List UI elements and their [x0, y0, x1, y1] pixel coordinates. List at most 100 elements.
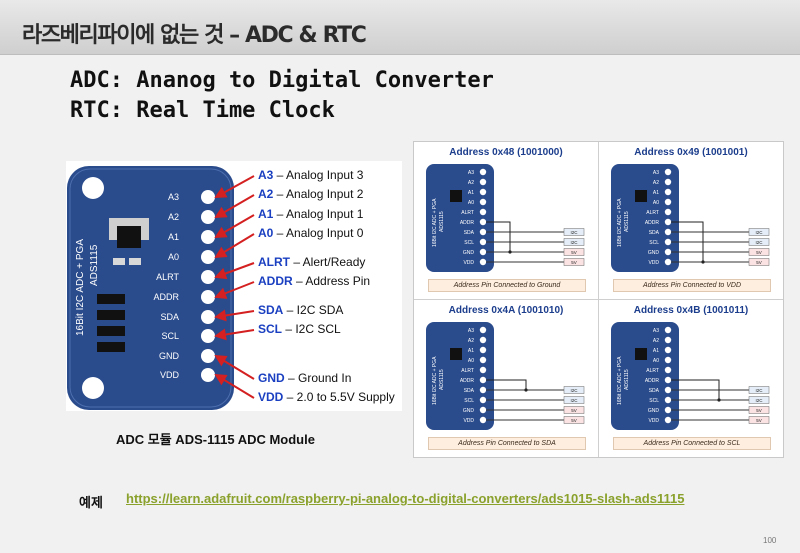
mini-wire-tag-label: 5V: [571, 408, 577, 413]
example-link[interactable]: https://learn.adafruit.com/raspberry-pi-…: [126, 491, 685, 506]
mini-wire-tag-label: I2C: [570, 240, 578, 245]
address-quadrant-3: Address 0x4A (1001010)16Bit I2C ADC + PG…: [414, 300, 598, 457]
mini-board-chip: [450, 190, 462, 202]
mini-pin-label-sda: SDA: [464, 388, 475, 394]
mini-wire-tag-label: 5V: [756, 408, 762, 413]
board-pin-hole-a1: [201, 230, 215, 244]
pin-name: GND: [258, 371, 285, 385]
mini-pin-hole-a1: [479, 346, 487, 354]
pin-arrow-a3: [214, 175, 255, 198]
mini-pin-label-alrt: ALRT: [646, 210, 659, 216]
pin-name: A3: [258, 168, 274, 182]
mini-board-silk-line-1: 16Bit I2C ADC + PGA: [617, 198, 623, 247]
board-pin-label-a0: A0: [168, 252, 179, 262]
board-pin-label-sda: SDA: [160, 312, 179, 322]
board-pin-label-scl: SCL: [161, 331, 179, 341]
mini-board-chip: [450, 348, 462, 360]
mini-wire-tag: [563, 396, 585, 404]
pin-arrow-a0: [214, 233, 255, 259]
mini-wire-tag-label: 5V: [756, 250, 762, 255]
mini-wire-tag: [563, 228, 585, 236]
mini-wire-tag-label: I2C: [755, 240, 763, 245]
addr-connection-dot: [701, 260, 705, 264]
mini-pin-label-a2: A2: [653, 338, 659, 344]
pin-description: – Analog Input 1: [273, 207, 364, 221]
mini-pin-hole-a0: [479, 198, 487, 206]
pin-arrow-gnd: [214, 354, 255, 380]
mini-wire-tag-label: I2C: [570, 388, 578, 393]
pin-arrow-addr: [214, 281, 255, 299]
mini-pin-label-alrt: ALRT: [461, 368, 474, 374]
ads1115-board-image: 16Bit I2C ADC + PGA ADS1115 A3A2A1A0ALRT…: [67, 166, 234, 410]
mini-pin-label-a2: A2: [468, 180, 474, 186]
pin-name: SCL: [258, 322, 282, 336]
address-quadrant-title: Address 0x4B (1001011): [633, 305, 749, 316]
pin-name: A2: [258, 187, 274, 201]
pin-description: – Analog Input 3: [273, 168, 364, 182]
module-caption: ADC 모듈 ADS-1115 ADC Module: [116, 432, 315, 447]
mini-board-chip: [635, 190, 647, 202]
mini-pin-hole-addr: [479, 218, 487, 226]
mini-pin-hole-a1: [664, 188, 672, 196]
mini-pin-label-addr: ADDR: [645, 220, 660, 226]
mini-pin-label-addr: ADDR: [460, 378, 475, 384]
mini-wire-tag: [563, 386, 585, 394]
mini-board: [426, 164, 494, 272]
mini-pin-label-a0: A0: [468, 358, 474, 364]
mini-pin-hole-alrt: [664, 208, 672, 216]
board-pin-hole-gnd: [201, 349, 215, 363]
mini-pin-hole-a3: [664, 168, 672, 176]
mini-pin-hole-a0: [479, 356, 487, 364]
mini-wire-tag: [563, 406, 585, 414]
mini-pin-hole-gnd: [664, 406, 672, 414]
pin-description: – Analog Input 2: [273, 187, 364, 201]
mini-wire-tag-label: 5V: [571, 250, 577, 255]
mini-board: [426, 322, 494, 430]
mini-pin-label-a1: A1: [468, 190, 474, 196]
mini-pin-hole-a2: [664, 336, 672, 344]
grid-divider-horizontal: [414, 299, 783, 300]
example-label: 예제: [79, 495, 103, 510]
pin-label-a2: A2 – Analog Input 2: [258, 187, 363, 201]
address-quadrant-caption: Address Pin Connected to Ground: [428, 279, 586, 292]
mini-board: [611, 164, 679, 272]
pin-description: – 2.0 to 5.5V Supply: [283, 390, 395, 404]
mini-pin-hole-a3: [479, 168, 487, 176]
mini-pin-label-alrt: ALRT: [461, 210, 474, 216]
mini-pin-hole-a2: [479, 178, 487, 186]
mini-wire-tag: [748, 258, 770, 266]
addr-connection: [486, 379, 527, 390]
board-pin-hole-a0: [201, 250, 215, 264]
mini-board-silk-line-2: ADS1115: [624, 369, 630, 390]
pin-name: VDD: [258, 390, 284, 404]
board-silk-line-2: ADS1115: [89, 244, 100, 286]
mini-pin-hole-a3: [664, 326, 672, 334]
mini-pin-label-a3: A3: [653, 328, 659, 334]
mini-wire-tag-label: I2C: [755, 398, 763, 403]
mini-wire-tag: [748, 396, 770, 404]
mini-pin-hole-addr: [664, 376, 672, 384]
mini-pin-label-gnd: GND: [463, 408, 475, 414]
mini-wire-tag: [748, 406, 770, 414]
mini-pin-hole-sda: [479, 386, 487, 394]
mini-wire-tag-label: 5V: [756, 418, 762, 423]
pin-label-a3: A3 – Analog Input 3: [258, 168, 363, 182]
board-pin-label-vdd: VDD: [160, 370, 180, 380]
board-pin-hole-addr: [201, 290, 215, 304]
pin-arrow-alrt: [214, 262, 255, 280]
mini-pin-hole-vdd: [664, 258, 672, 266]
mini-wire-tag: [563, 238, 585, 246]
mini-pin-label-a1: A1: [653, 348, 659, 354]
mini-pin-label-a0: A0: [653, 200, 659, 206]
mini-pin-hole-scl: [479, 238, 487, 246]
address-quadrant-title: Address 0x48 (1001000): [449, 147, 563, 158]
mini-board-silk-line-1: 16Bit I2C ADC + PGA: [617, 356, 623, 405]
mini-pin-hole-alrt: [479, 366, 487, 374]
addr-connection-dot: [524, 388, 528, 392]
pin-arrow-a1: [214, 214, 255, 239]
title-bar: 라즈베리파이에 없는 것 – ADC & RTC: [0, 0, 800, 55]
mini-pin-label-a0: A0: [653, 358, 659, 364]
board-pin-label-a3: A3: [168, 192, 179, 202]
